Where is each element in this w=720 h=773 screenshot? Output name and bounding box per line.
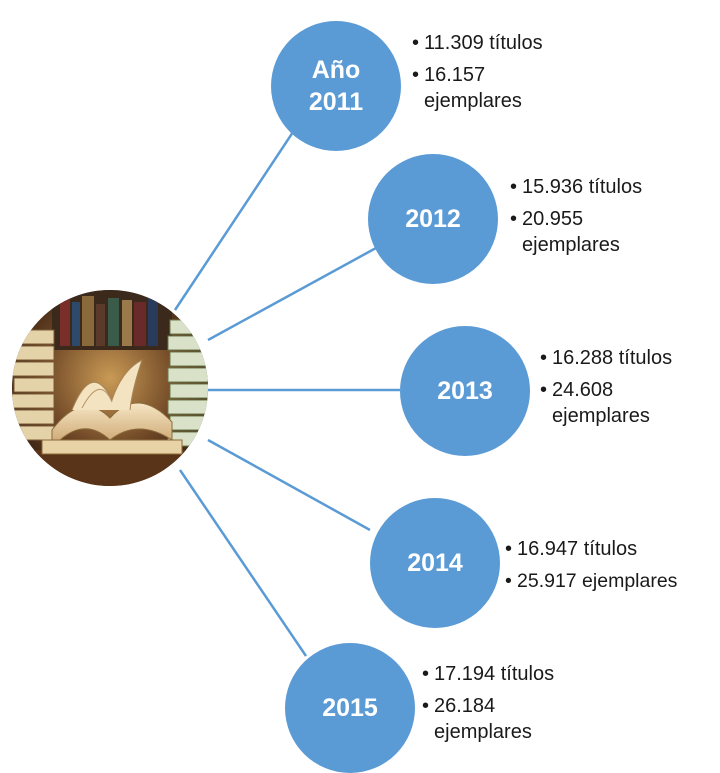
node-label-year: 2011 (308, 88, 364, 116)
books-image (12, 290, 208, 486)
info-item: 15.936 títulos (510, 174, 710, 200)
node-label-year: 2015 (322, 694, 378, 722)
connector-2014 (207, 438, 371, 532)
info-item: 26.184 ejemplares (422, 693, 574, 745)
info-item: 24.608 ejemplares (540, 377, 692, 429)
info-item: 11.309 títulos (412, 30, 622, 56)
info-item: 20.955 ejemplares (510, 206, 662, 258)
info-item: 17.194 títulos (422, 661, 622, 687)
year-node-2015: 2015 (285, 643, 415, 773)
year-node-2012: 2012 (368, 154, 498, 284)
connector-2015 (178, 469, 308, 657)
info-item: 16.288 títulos (540, 345, 715, 371)
info-2014: 16.947 títulos 25.917 ejemplares (505, 536, 720, 600)
node-label-top: Año (311, 56, 361, 84)
info-item: 25.917 ejemplares (505, 568, 720, 594)
year-node-2014: 2014 (370, 498, 500, 628)
info-2012: 15.936 títulos 20.955 ejemplares (510, 174, 710, 264)
connector-2012 (207, 246, 377, 342)
node-label-year: 2014 (407, 549, 463, 577)
info-2015: 17.194 títulos 26.184 ejemplares (422, 661, 622, 751)
year-node-2013: 2013 (400, 326, 530, 456)
node-label-year: 2013 (437, 377, 493, 405)
node-label-year: 2012 (405, 205, 461, 233)
info-2011: 11.309 títulos 16.157 ejemplares (412, 30, 622, 120)
info-item: 16.157 ejemplares (412, 62, 564, 114)
info-2013: 16.288 títulos 24.608 ejemplares (540, 345, 715, 435)
connector-2011 (173, 125, 299, 311)
info-item: 16.947 títulos (505, 536, 720, 562)
year-node-2011: Año 2011 (271, 21, 401, 151)
